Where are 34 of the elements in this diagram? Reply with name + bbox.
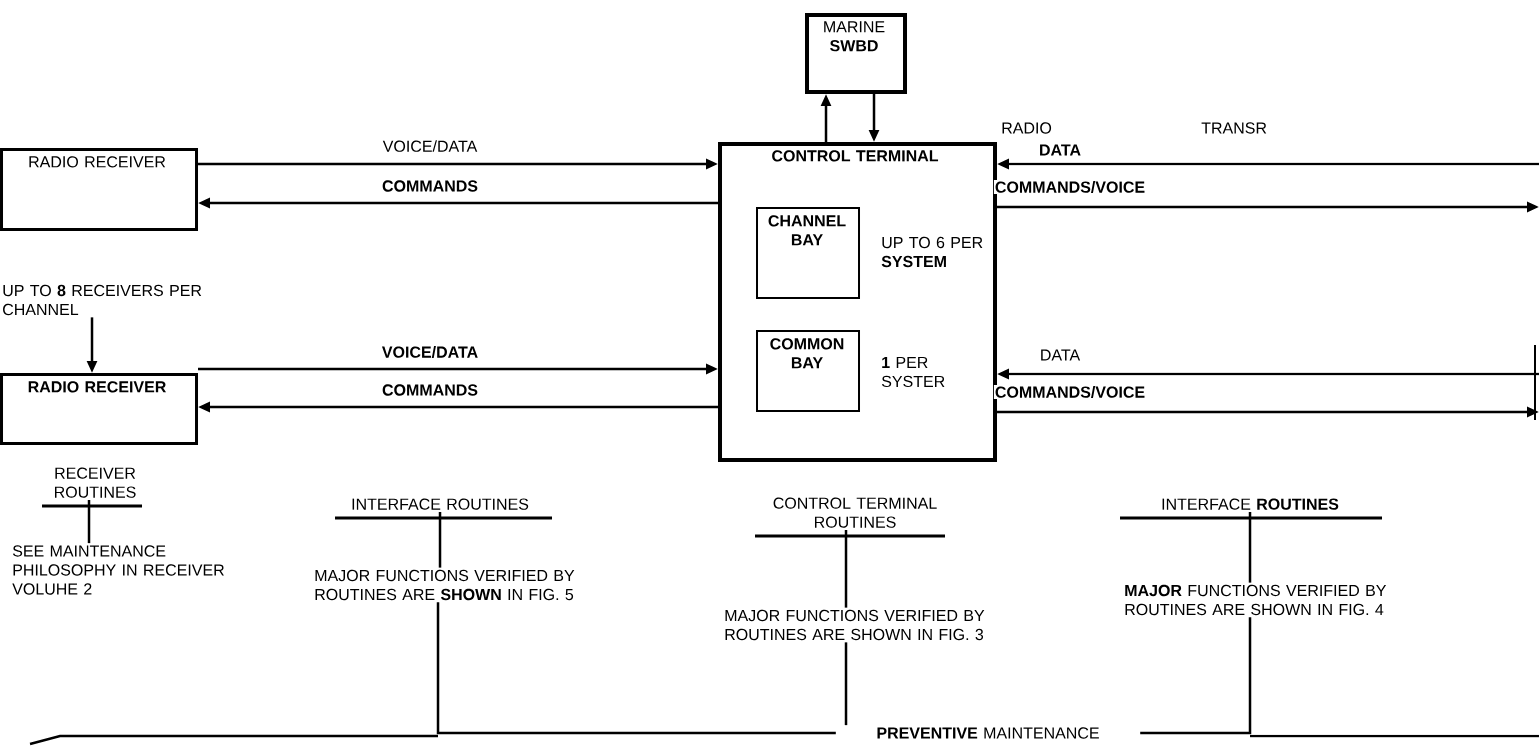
note-text: MAJOR FUNCTIONS VERIFIED BY ROUTINES ARE SHOWN IN FIG. 4 [1125, 584, 1387, 616]
note-text: UP TO 8 RECEIVERS PER CHANNEL [3, 284, 202, 316]
connector-line [1140, 617, 1252, 735]
edge-label: COMMANDS/VOICE [995, 181, 1145, 193]
annotation-text: UP TO 6 PER SYSTEM [881, 236, 983, 268]
annotation-text: 1 PER SYSTER [881, 356, 945, 388]
connector-line [438, 512, 442, 568]
bay-box: CHANNEL BAY [756, 207, 860, 299]
edge-label: COMMANDS [382, 180, 478, 192]
edge-label: COMMANDS [382, 384, 478, 396]
heading-text: RECEIVER ROUTINES [42, 467, 142, 508]
connector-line [1248, 512, 1252, 583]
spaced-label: TRANSR [1201, 122, 1267, 134]
heading-text: CONTROL TERMINAL ROUTINES [755, 497, 945, 538]
heading-text: PREVENTIVE MAINTENANCE [877, 727, 1099, 739]
note-text: MAJOR FUNCTIONS VERIFIED BY ROUTINES ARE SHOWN IN FIG. 5 [315, 569, 575, 601]
heading-text: INTERFACE ROUTINES [335, 498, 552, 520]
heading-text: INTERFACE ROUTINES [1120, 498, 1382, 520]
note-text: MAJOR FUNCTIONS VERIFIED BY ROUTINES ARE SHOWN IN FIG. 3 [725, 609, 985, 641]
spaced-label: RADIO [1002, 122, 1052, 134]
receiver-box: RADIO RECEIVER [0, 148, 198, 231]
connector-line [844, 642, 848, 726]
edge-label: VOICE/DATA [381, 346, 478, 358]
edge-label: COMMANDS/VOICE [995, 386, 1145, 398]
edge-label: DATA [1040, 144, 1081, 156]
receiver-box: RADIO RECEIVER [0, 373, 198, 445]
note-text: SEE MAINTENANCE PHILOSOPHY IN RECEIVER VOLUHE 2 [12, 545, 224, 595]
connector-line [87, 500, 91, 544]
bay-box: COMMON BAY [756, 330, 860, 412]
connector-line [436, 602, 836, 735]
edge-label: VOICE/DATA [382, 140, 478, 152]
switchboard-box: MARINE SWBD [805, 13, 907, 94]
edge-label: DATA [1041, 349, 1081, 361]
connector-line [844, 530, 848, 608]
